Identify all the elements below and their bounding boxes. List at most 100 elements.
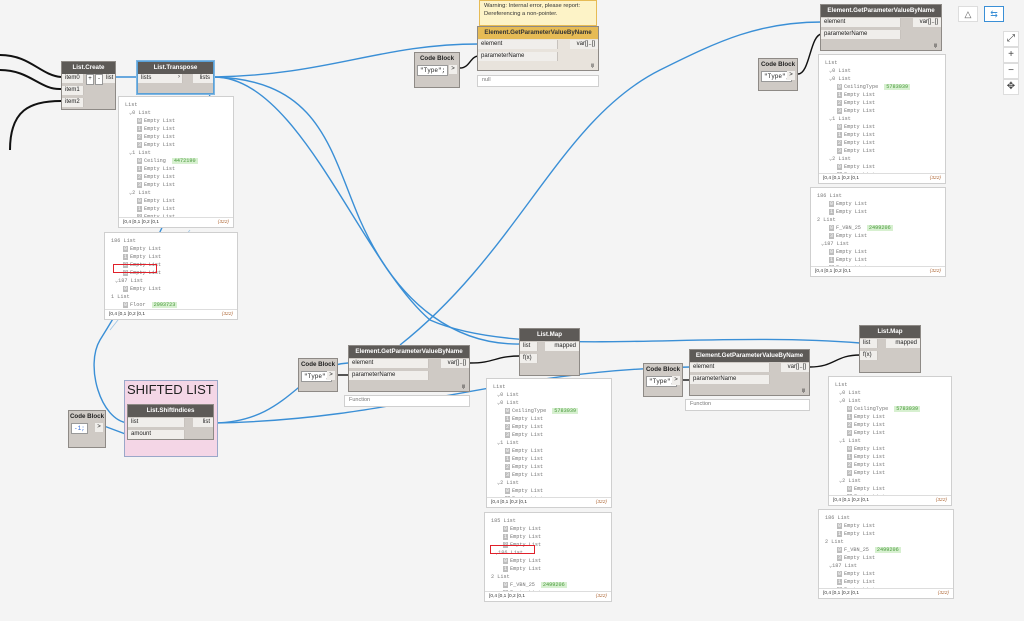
output-port[interactable]: > bbox=[672, 376, 680, 385]
tree-line: 2 List bbox=[817, 217, 836, 223]
output-port[interactable]: > bbox=[95, 423, 103, 432]
input-port-amount[interactable]: amount bbox=[128, 430, 185, 439]
geometry-view-button[interactable]: △ bbox=[958, 6, 978, 22]
list-map-node[interactable]: List.Map list f(x) mapped bbox=[859, 325, 921, 373]
code-block-node[interactable]: Code Block -1; > bbox=[68, 410, 106, 448]
get-parameter-node[interactable]: Element.GetParameterValueByName element … bbox=[820, 4, 942, 51]
get-parameter-node[interactable]: Element.GetParameterValueByName element … bbox=[348, 345, 470, 392]
tree-line: ⌄0 List bbox=[829, 76, 851, 82]
value-badge: 2499206 bbox=[874, 547, 901, 553]
node-title: List.Transpose bbox=[138, 62, 213, 74]
group-title: SHIFTED LIST bbox=[127, 382, 214, 397]
pan-button[interactable]: ✥ bbox=[1003, 79, 1019, 95]
input-port-element[interactable]: element bbox=[478, 40, 558, 49]
input-port-item1[interactable]: item1 bbox=[62, 86, 84, 95]
code-text[interactable]: -1; bbox=[71, 423, 88, 434]
zoom-in-button[interactable]: + bbox=[1003, 47, 1019, 63]
output-port-lists[interactable]: lists bbox=[193, 74, 213, 83]
input-port-item0[interactable]: item0 bbox=[62, 74, 84, 83]
add-input-button[interactable]: + bbox=[86, 74, 94, 85]
list-shiftindices-node[interactable]: List.ShiftIndices list amount list bbox=[127, 404, 214, 440]
output-port[interactable]: > bbox=[449, 65, 457, 74]
get-parameter-node[interactable]: Element.GetParameterValueByName element … bbox=[689, 349, 810, 396]
preview-footer: [0,4 [0,1 [0,2 [0,1{322} bbox=[819, 588, 953, 598]
lacing-indicator: l|l bbox=[933, 43, 937, 48]
tree-line: ⌄1 List bbox=[129, 150, 151, 156]
output-port-mapped[interactable]: mapped bbox=[545, 342, 579, 351]
input-port-parametername[interactable]: parameterName bbox=[690, 375, 770, 384]
zoom-out-button[interactable]: − bbox=[1003, 63, 1019, 79]
output-port[interactable]: > bbox=[327, 371, 335, 380]
remove-input-button[interactable]: - bbox=[95, 74, 103, 85]
tree-line: ⌄0 List bbox=[497, 400, 519, 406]
node-value-preview: null bbox=[477, 75, 599, 87]
node-value-preview: Function bbox=[344, 395, 470, 407]
lacing-indicator: l|l bbox=[590, 63, 594, 68]
output-port-var[interactable]: var[]..[] bbox=[441, 359, 469, 368]
list-create-node[interactable]: List.Create item0 item1 item2 + - list bbox=[61, 61, 116, 110]
output-port-mapped[interactable]: mapped bbox=[886, 339, 920, 348]
input-port-list[interactable]: list bbox=[860, 339, 878, 348]
code-block-node[interactable]: Code Block "Type"; > bbox=[414, 52, 460, 88]
list-map-node[interactable]: List.Map list f(x) mapped bbox=[519, 328, 580, 376]
graph-view-button[interactable]: ⇆ bbox=[984, 6, 1004, 22]
input-port-element[interactable]: element bbox=[690, 363, 770, 372]
list-transpose-node[interactable]: List.Transpose lists › lists bbox=[137, 61, 214, 94]
code-text[interactable]: "Type"; bbox=[417, 65, 449, 76]
code-block-node[interactable]: Code Block "Type"; > bbox=[298, 358, 338, 392]
input-port-element[interactable]: element bbox=[349, 359, 429, 368]
code-block-node[interactable]: Code Block "Type"; > bbox=[758, 58, 798, 91]
input-port-parametername[interactable]: parameterName bbox=[349, 371, 429, 380]
value-badge: 2499206 bbox=[866, 225, 893, 231]
output-port[interactable]: > bbox=[787, 71, 795, 80]
output-port-list[interactable]: list bbox=[193, 418, 213, 427]
tree-line: ⌄2 List bbox=[129, 190, 151, 196]
input-port-fx[interactable]: f(x) bbox=[520, 354, 538, 363]
output-port-var[interactable]: var[]..[] bbox=[913, 18, 941, 27]
input-port-lists[interactable]: lists bbox=[138, 74, 183, 83]
input-port-parametername[interactable]: parameterName bbox=[478, 52, 558, 61]
output-port-list[interactable]: list bbox=[103, 74, 115, 83]
input-port-parametername[interactable]: parameterName bbox=[821, 30, 901, 39]
warning-message: Warning: Internal error, please report: … bbox=[479, 0, 597, 26]
input-port-list[interactable]: list bbox=[128, 418, 185, 427]
output-port-var[interactable]: var[]..[] bbox=[570, 40, 598, 49]
input-port-fx[interactable]: f(x) bbox=[860, 351, 878, 360]
code-block-node[interactable]: Code Block "Type"; > bbox=[643, 363, 683, 397]
input-port-item2[interactable]: item2 bbox=[62, 98, 84, 107]
value-badge: 5783039 bbox=[552, 408, 579, 414]
zoom-fit-button[interactable]: ⤢ bbox=[1003, 31, 1019, 47]
input-port-element[interactable]: element bbox=[821, 18, 901, 27]
tree-line: ⌄0 List bbox=[839, 390, 861, 396]
highlight-box bbox=[113, 264, 157, 273]
node-title: List.Map bbox=[520, 329, 579, 341]
output-port-var[interactable]: var[]..[] bbox=[781, 363, 809, 372]
input-port-list[interactable]: list bbox=[520, 342, 538, 351]
get-parameter-node-warning[interactable]: Element.GetParameterValueByName element … bbox=[477, 26, 599, 71]
